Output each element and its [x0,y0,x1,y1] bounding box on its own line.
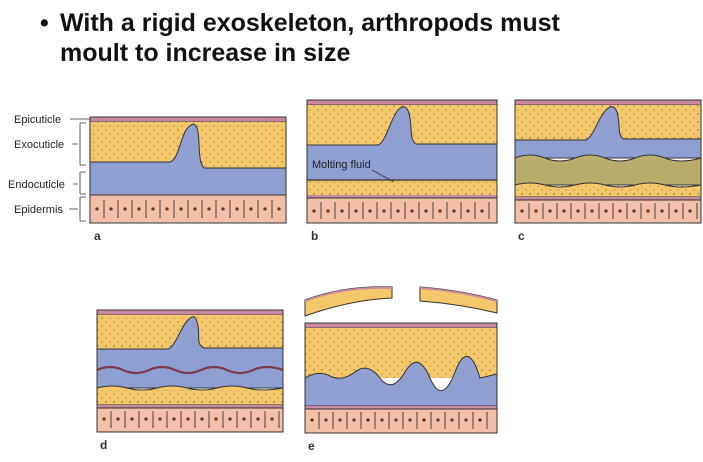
epicuticle-layer [89,116,287,123]
panel-label-a: a [94,229,101,243]
panel-label-d: d [100,438,107,452]
layer-labels: Epicuticle Exocuticle Endocuticle Epider… [8,114,90,222]
panel-label-b: b [311,229,318,243]
heading-line-2: moult to increase in size [60,39,351,67]
molting-fluid-layer [514,154,702,186]
label-exocuticle: Exocuticle [14,139,64,151]
panel-e: e [304,286,498,453]
panel-a: a [89,116,287,243]
heading-line-1: With a rigid exoskeleton, arthropods mus… [60,9,560,37]
label-epicuticle: Epicuticle [14,114,61,126]
endocuticle-layer [89,123,287,196]
label-endocuticle: Endocuticle [8,179,65,191]
panel-b: Molting fluid b [306,99,498,243]
panel-label-c: c [518,229,525,243]
shed-cuticle-right [419,286,498,314]
label-epidermis: Epidermis [14,204,63,216]
shed-cuticle-left [304,286,393,317]
slide-heading: • With a rigid exoskeleton, arthropods m… [40,8,680,68]
panel-d: d [96,309,284,452]
label-molting-fluid: Molting fluid [312,159,371,171]
bullet-glyph: • [40,9,49,37]
panel-c: c [514,99,702,243]
panel-label-e: e [308,439,315,453]
